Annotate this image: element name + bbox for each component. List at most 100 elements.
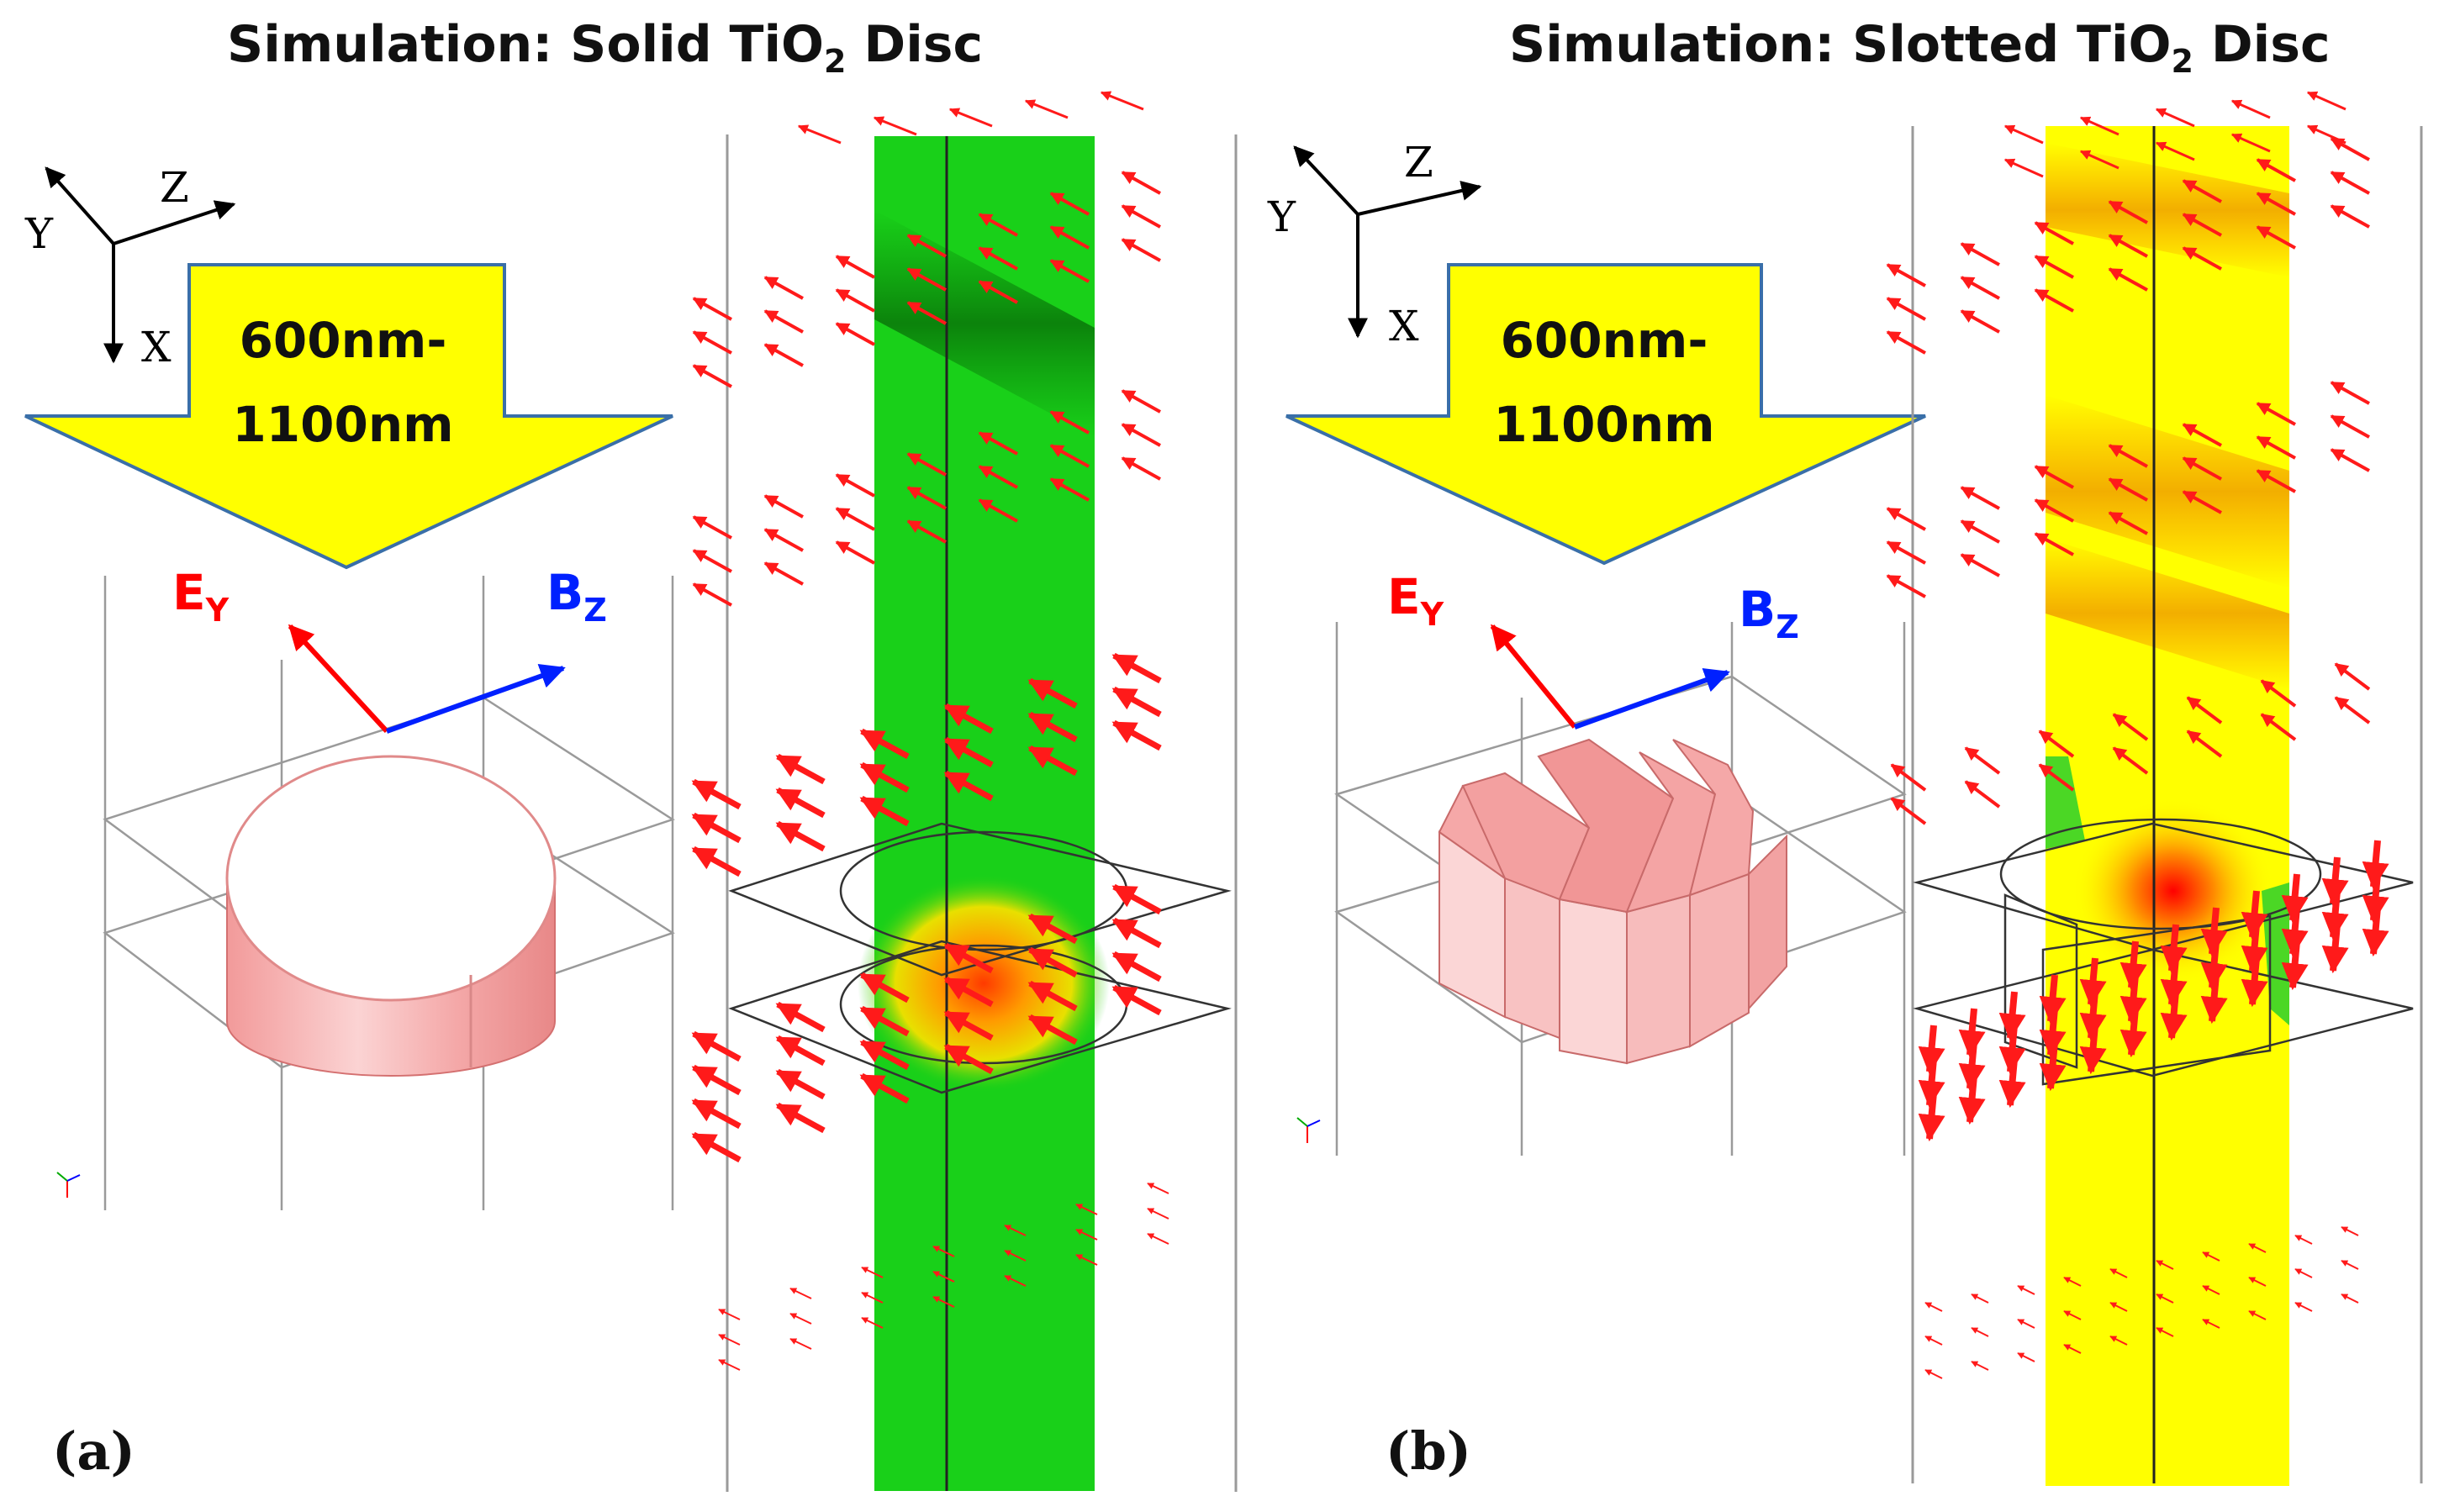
field-vector-arrow: [2108, 477, 2148, 502]
field-vector-arrow: [978, 431, 1018, 456]
field-vector-arrow: [835, 322, 875, 346]
field-vector-arrow: [2230, 99, 2271, 119]
field-vector-arrow: [692, 515, 732, 540]
field-vector-arrow: [1886, 330, 1926, 355]
field-vector-arrow: [2079, 116, 2120, 136]
axis-z-label: Z: [1404, 138, 1433, 187]
field-vector-arrow: [1998, 1058, 2026, 1109]
field-vector-arrow: [1918, 1092, 1945, 1142]
field-vector-arrow: [2038, 763, 2075, 792]
field-vector-arrow: [2017, 1319, 2035, 1329]
field-vector-arrow: [691, 1030, 742, 1062]
slotted-tio2-disc: [1438, 738, 1787, 1065]
field-vector-arrow: [859, 1005, 910, 1037]
panel-a-title-suffix: Disc: [846, 15, 984, 74]
field-vector-arrow: [1886, 297, 1926, 321]
field-vector-arrow: [691, 1098, 742, 1130]
field-vector-arrow: [2160, 991, 2188, 1041]
field-vector-arrow: [1890, 797, 1927, 825]
field-vector-arrow: [1100, 91, 1144, 111]
field-vector-arrow: [1111, 984, 1162, 1016]
field-vector-arrow: [1924, 1302, 1943, 1312]
field-vector-arrow: [2182, 423, 2222, 447]
field-vector-arrow: [1049, 192, 1090, 216]
field-vector-arrow: [1924, 1336, 1943, 1346]
e-field-vector: [288, 624, 389, 734]
field-vector-arrow: [2260, 713, 2297, 741]
field-vector-arrow: [2294, 1302, 2313, 1312]
field-vector-arrow: [859, 795, 910, 827]
field-vector-arrow: [1075, 1229, 1098, 1241]
field-vector-arrow: [2202, 1251, 2220, 1262]
field-vector-arrow: [2186, 730, 2223, 758]
field-vector-arrow: [2248, 1310, 2267, 1320]
field-vector-arrow: [2079, 150, 2120, 170]
field-vector-arrow: [2108, 234, 2148, 258]
field-vector-arrow: [835, 540, 875, 565]
field-vector-arrow: [1960, 553, 2000, 577]
field-vector-arrow: [2182, 490, 2222, 514]
panel-a-title-subscript: 2: [824, 43, 847, 80]
field-vector-arrow: [932, 1271, 955, 1283]
field-vector-arrow: [2341, 1260, 2359, 1270]
field-vector-arrow: [1111, 883, 1162, 915]
field-vector-arrow: [1027, 677, 1078, 709]
field-vector-arrow: [1971, 1293, 1989, 1304]
field-vector-arrow: [1886, 263, 1926, 287]
field-vector-arrow: [1971, 1327, 1989, 1337]
field-vector-arrow: [1111, 719, 1162, 751]
field-vector-arrow: [932, 1246, 955, 1257]
field-vector-arrow: [1049, 444, 1090, 468]
field-vector-arrow: [943, 942, 994, 974]
field-vector-arrow: [2108, 267, 2148, 292]
field-vector-arrow: [2248, 1277, 2267, 1287]
field-vector-arrow: [2202, 1319, 2220, 1329]
field-vector-arrow: [2003, 124, 2044, 145]
field-vector-arrow: [1027, 946, 1078, 978]
field-vector-arrow: [1049, 259, 1090, 283]
field-vector-arrow: [2063, 1344, 2082, 1354]
field-vector-arrow: [1960, 309, 2000, 334]
field-vector-arrow: [2306, 91, 2347, 111]
field-vector-arrow: [2330, 204, 2370, 229]
field-vector-arrow: [2112, 713, 2149, 741]
panel-b-incident-wave-arrow: 600nm- 1100nm: [1285, 263, 1926, 566]
field-vector-arrow: [1027, 913, 1078, 945]
field-vector-arrow: [2155, 108, 2195, 128]
field-vector-arrow: [861, 1292, 884, 1304]
field-vector-arrow: [2341, 1293, 2359, 1304]
b-field-vector: [385, 663, 566, 734]
field-vector-arrow: [1027, 745, 1078, 777]
field-vector-arrow: [943, 1043, 994, 1075]
field-vector-arrow: [978, 498, 1018, 523]
field-vector-arrow: [2034, 221, 2074, 245]
field-vector-arrow: [718, 1309, 741, 1320]
field-vector-arrow: [1964, 780, 2001, 809]
field-vector-arrow: [789, 1313, 812, 1325]
field-vector-arrow: [775, 787, 826, 819]
field-vector-arrow: [2306, 124, 2347, 145]
field-vector-arrow: [2281, 940, 2309, 991]
field-vector-arrow: [692, 582, 732, 607]
field-vector-arrow: [2321, 924, 2349, 974]
field-vector-arrow: [1958, 1075, 1986, 1125]
field-vector-arrow: [1964, 746, 2001, 775]
field-vector-arrow: [775, 1102, 826, 1134]
field-vector-arrow: [1147, 1233, 1169, 1245]
panel-a-mini-triad: [56, 1172, 81, 1198]
field-vector-arrow: [1111, 686, 1162, 718]
field-vector-arrow: [1886, 507, 1926, 531]
field-vector-arrow: [2241, 957, 2268, 1008]
field-vector-arrow: [2256, 435, 2296, 460]
axis-y-arrow: [45, 166, 115, 245]
field-vector-arrow: [1075, 1254, 1098, 1266]
field-vector-arrow: [1121, 456, 1161, 481]
field-vector-arrow: [943, 976, 994, 1008]
panel-a-axis-triad: Y Z X: [24, 163, 236, 371]
field-vector-arrow: [691, 846, 742, 877]
axis-y-arrow: [1293, 145, 1359, 216]
field-vector-arrow: [1049, 410, 1090, 435]
field-vector-arrow: [2230, 133, 2271, 153]
arrow-wavelength-line1: 600nm-: [1501, 312, 1708, 369]
field-vector-arrow: [2108, 444, 2148, 468]
